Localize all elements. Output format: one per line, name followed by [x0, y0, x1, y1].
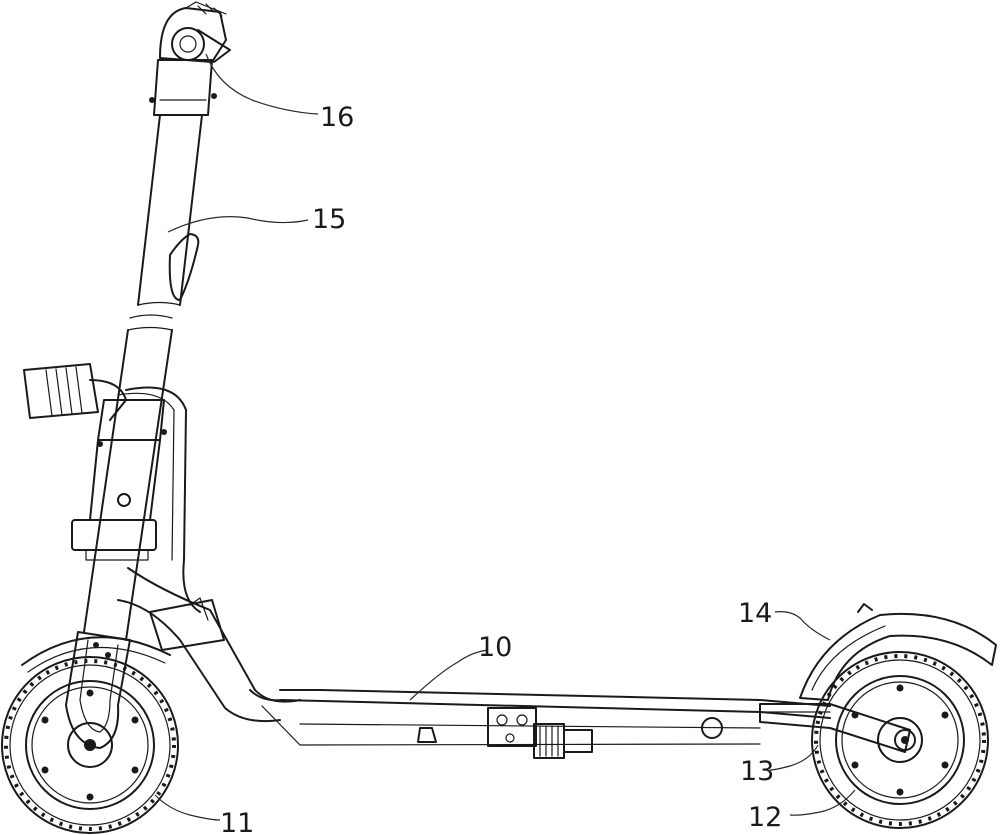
- leader-16: [205, 53, 319, 115]
- leader-11: [154, 794, 221, 821]
- leader-12: [789, 789, 856, 816]
- leader-15: [167, 216, 309, 233]
- frame-neck: [117, 567, 301, 723]
- front-fork: [21, 631, 171, 749]
- label-16: 16: [320, 102, 354, 133]
- handlebar-clamp: [159, 1, 231, 63]
- rear-wheel: [811, 651, 989, 829]
- front-wheel: [1, 656, 179, 834]
- brake-cable: [125, 386, 201, 613]
- label-15: 15: [312, 204, 346, 235]
- rear-fender: [799, 603, 997, 701]
- label-11: 11: [220, 808, 254, 835]
- leader-10: [409, 649, 489, 701]
- side-grip: [23, 363, 127, 421]
- deck-mechanism: [417, 707, 723, 759]
- rear-arm: [759, 703, 916, 753]
- label-13: 13: [740, 756, 774, 787]
- label-12: 12: [748, 802, 782, 833]
- label-14: 14: [738, 598, 772, 629]
- leader-13: [769, 744, 819, 771]
- leader-lines: [154, 53, 856, 821]
- label-10: 10: [478, 632, 512, 663]
- steering-stem: [71, 59, 217, 641]
- leader-14: [774, 611, 831, 641]
